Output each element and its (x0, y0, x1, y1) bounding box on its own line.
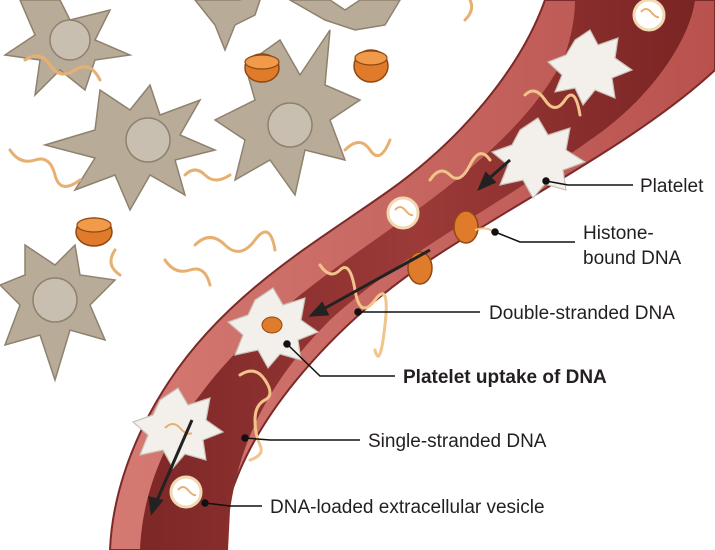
histone-icon (244, 53, 280, 83)
tan-cell-icon (0, 243, 117, 383)
histone-icon (75, 217, 113, 247)
vesicle-icon (169, 475, 203, 509)
dna-strand-icon (8, 0, 474, 287)
tan-cell-icon (2, 0, 133, 98)
dna-strand-icon (238, 89, 582, 462)
platelet-icon (546, 29, 634, 107)
platelet-icon (490, 117, 587, 200)
tan-cell-icon (42, 83, 218, 212)
vesicle-icon (632, 0, 666, 32)
histone-label-line1: Histone- (583, 223, 654, 244)
vesicle-label: DNA-loaded extracellular vesicle (270, 497, 545, 518)
vesicle-icon (386, 196, 420, 230)
flow-arrow-icon (148, 158, 511, 516)
leader-lines (201, 177, 633, 507)
histone-label-line2: bound DNA (583, 248, 682, 269)
histone-icon (353, 49, 389, 83)
tan-cell-icon (213, 29, 362, 197)
tan-cell-icon (288, 0, 401, 31)
platelet-uptake-label: Platelet uptake of DNA (403, 367, 607, 388)
platelet-label: Platelet (640, 176, 704, 197)
platelet-icon (131, 387, 225, 470)
tan-cell-icon (194, 0, 261, 53)
histone-icon (453, 210, 496, 244)
single-stranded-label: Single-stranded DNA (368, 431, 547, 452)
platelet-icon (226, 287, 320, 370)
double-stranded-label: Double-stranded DNA (489, 303, 675, 324)
